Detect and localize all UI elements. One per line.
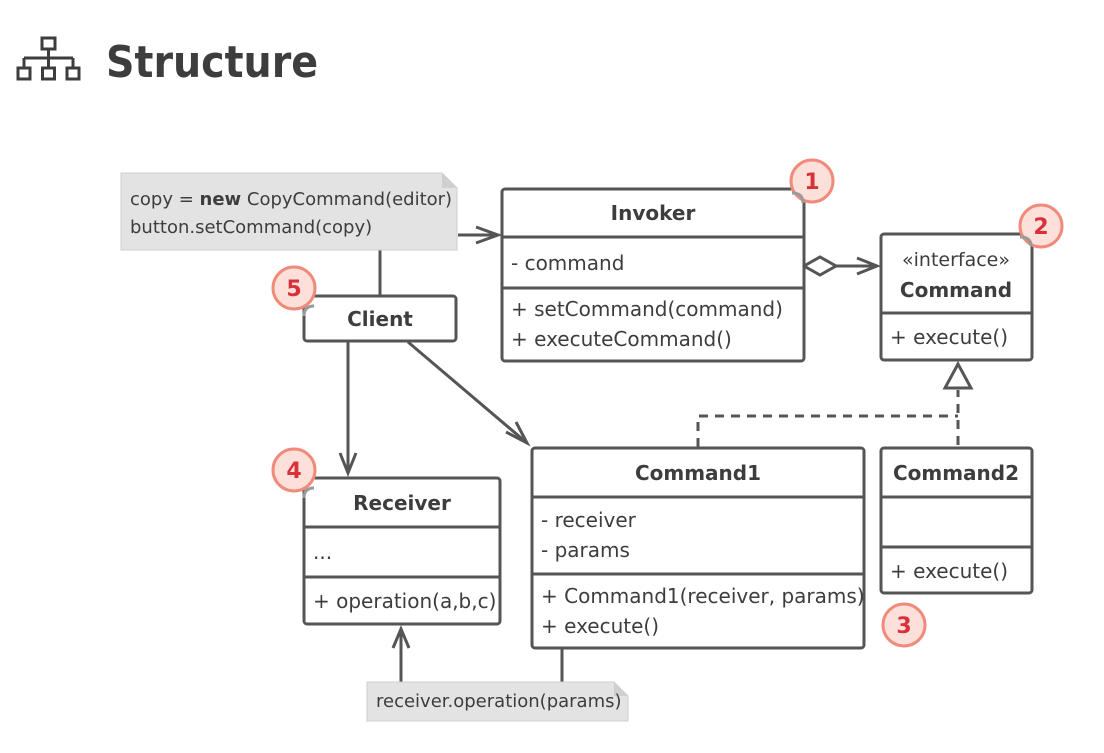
invoker-title: Invoker xyxy=(611,201,696,225)
connectors xyxy=(338,225,974,682)
command-title: Command xyxy=(900,278,1012,302)
badge-1: 1 xyxy=(789,158,835,204)
badge-5: 5 xyxy=(271,265,317,317)
command1-method-execute: + execute() xyxy=(541,614,659,638)
client-class: Client xyxy=(302,294,458,343)
command1-note: receiver.operation(params) xyxy=(366,681,629,722)
svg-text:2: 2 xyxy=(1033,215,1048,240)
invoker-class: Invoker - command + setCommand(command) … xyxy=(500,187,806,363)
command-interface-class: «interface» Command + execute() xyxy=(879,232,1034,362)
badge-4: 4 xyxy=(271,447,317,499)
command2-title: Command2 xyxy=(893,461,1019,485)
page-title: Structure xyxy=(106,37,318,88)
command1-title: Command1 xyxy=(635,461,761,485)
svg-text:4: 4 xyxy=(286,459,301,484)
svg-text:3: 3 xyxy=(896,614,911,639)
note-to-invoker-arrow xyxy=(458,225,503,245)
client-to-receiver-arrow xyxy=(338,342,358,478)
client-note: copy = new CopyCommand(editor) button.se… xyxy=(120,172,458,251)
receiver-class: Receiver ... + operation(a,b,c) xyxy=(302,476,502,626)
invoker-field-command: - command xyxy=(511,251,624,275)
command1-class: Command1 - receiver - params + Command1(… xyxy=(530,446,866,650)
client-note-line2: button.setCommand(copy) xyxy=(130,217,372,238)
implements-command-arrow xyxy=(696,360,974,447)
invoker-aggregation-arrow xyxy=(800,255,882,277)
command1-field-receiver: - receiver xyxy=(541,508,637,532)
client-to-command1-arrow xyxy=(407,340,531,447)
hierarchy-icon xyxy=(16,36,81,81)
receiver-method-operation: + operation(a,b,c) xyxy=(313,589,496,613)
command1-note-line1: receiver.operation(params) xyxy=(376,691,622,712)
note-to-receiver-arrow xyxy=(391,625,411,682)
client-note-line1: copy = new CopyCommand(editor) xyxy=(130,189,452,210)
invoker-method-setcommand: + setCommand(command) xyxy=(511,297,783,321)
command2-class: Command2 + execute() xyxy=(879,446,1034,595)
command1-field-params: - params xyxy=(541,538,630,562)
svg-text:1: 1 xyxy=(804,170,819,195)
receiver-title: Receiver xyxy=(353,491,451,515)
svg-text:5: 5 xyxy=(286,277,301,302)
command2-method-execute: + execute() xyxy=(890,559,1008,583)
badge-3: 3 xyxy=(881,602,927,648)
badge-2: 2 xyxy=(1018,203,1064,249)
invoker-method-executecommand: + executeCommand() xyxy=(511,327,732,351)
command1-method-constructor: + Command1(receiver, params) xyxy=(541,584,865,608)
receiver-field-ellipsis: ... xyxy=(313,540,332,564)
command-method-execute: + execute() xyxy=(890,325,1008,349)
command-stereotype: «interface» xyxy=(902,249,1010,271)
client-title: Client xyxy=(347,307,413,331)
